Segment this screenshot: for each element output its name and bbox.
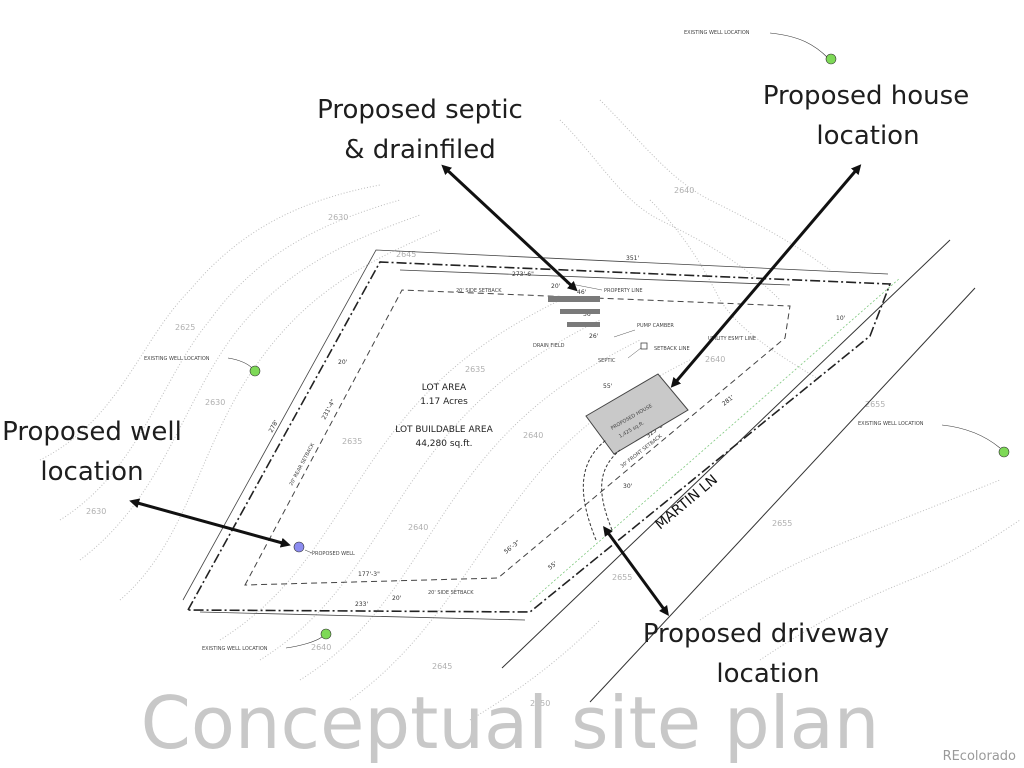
existing-well-marker: [998, 446, 1010, 458]
existing-well-label: EXISTING WELL LOCATION: [144, 356, 210, 362]
house-arrow: [670, 164, 862, 388]
house-callout-line2: location: [816, 121, 919, 151]
dimension-label: 273'-6": [512, 271, 534, 278]
septic-callout-line1: Proposed septic: [317, 95, 523, 125]
drain-field: [548, 296, 648, 350]
dimension-label: 233': [355, 601, 368, 608]
road-name: MARTIN LN: [652, 472, 721, 533]
dimension-label: 20': [392, 595, 402, 602]
septic-arrow: [441, 164, 578, 292]
existing-well-marker: [825, 53, 837, 65]
driveway-callout-line1: Proposed driveway: [643, 619, 889, 649]
callout-arrows: [129, 164, 862, 617]
dimension-label: 55': [547, 560, 559, 571]
contour-label: 2650: [530, 699, 550, 708]
pump-chamber-label: PUMP CAMBER: [637, 323, 674, 329]
contour-label: 2640: [705, 355, 725, 364]
proposed-well-marker: [293, 541, 305, 553]
contour-label: 2655: [865, 400, 885, 409]
property-line-label: PROPERTY LINE: [604, 288, 643, 294]
dimension-label: 56'-3": [503, 539, 522, 556]
lot-info: LOT AREA 1.17 Acres LOT BUILDABLE AREA 4…: [395, 383, 493, 449]
existing-well-label: EXISTING WELL LOCATION: [684, 30, 750, 36]
dimension-label: 20': [551, 283, 561, 290]
contour-label: 2645: [432, 662, 452, 671]
proposed-driveway: [582, 439, 621, 541]
existing-wells: EXISTING WELL LOCATION EXISTING WELL LOC…: [144, 30, 1010, 652]
dimension-label: 278': [268, 419, 280, 434]
lot-area-value: 1.17 Acres: [420, 397, 468, 407]
dimension-label: 36': [583, 311, 593, 318]
contour-label: 2655: [612, 573, 632, 582]
contour-label: 2655: [772, 519, 792, 528]
proposed-well: PROPOSED WELL: [293, 541, 355, 557]
driveway-callout-line2: location: [716, 659, 819, 689]
dimension-label: 46': [577, 289, 587, 296]
existing-well-label: EXISTING WELL LOCATION: [858, 421, 924, 427]
page-title: Conceptual site plan: [141, 681, 880, 765]
side-setback-bottom-label: 20' SIDE SETBACK: [428, 590, 474, 596]
dimension-label: 26': [589, 333, 599, 340]
driveway-arrow: [603, 525, 669, 617]
drain-field-label: DRAIN FIELD: [533, 343, 565, 349]
dimension-label: 281': [721, 394, 736, 408]
contour-label: 2630: [205, 398, 225, 407]
contour-label: 2630: [86, 507, 106, 516]
contour-label: 2640: [674, 186, 694, 195]
existing-well-label: EXISTING WELL LOCATION: [202, 646, 268, 652]
callouts: Proposed septic & drainfiled Proposed ho…: [2, 81, 969, 689]
contour-label: 2640: [523, 431, 543, 440]
proposed-house: PROPOSED HOUSE 1,425 sq.ft.: [585, 373, 689, 455]
well-callout-line1: Proposed well: [2, 417, 182, 447]
contour-label: 2630: [328, 213, 348, 222]
contour-label: 2635: [342, 437, 362, 446]
lot-area-label: LOT AREA: [422, 383, 467, 393]
setback-boundary: [199, 269, 791, 621]
dimension-label: 231'-4": [321, 398, 338, 421]
proposed-well-label: PROPOSED WELL: [312, 551, 355, 557]
contour-label: 2635: [465, 365, 485, 374]
dimension-label: 55': [603, 383, 613, 390]
dimension-label: 30': [623, 483, 633, 490]
brand-watermark: REcolorado: [943, 749, 1016, 764]
contour-label: 2625: [175, 323, 195, 332]
buildable-area-label: LOT BUILDABLE AREA: [395, 425, 493, 435]
existing-well-marker: [249, 365, 261, 377]
contour-label: 2640: [408, 523, 428, 532]
dimension-label: 351': [626, 255, 639, 262]
setback-line-label: SETBACK LINE: [654, 346, 690, 352]
side-setback-top-label: 20' SIDE SETBACK: [456, 288, 502, 294]
buildable-area-value: 44,280 sq.ft.: [415, 439, 472, 449]
contour-label: 2640: [311, 643, 331, 652]
well-arrow: [129, 498, 291, 548]
dimension-label: 177'-3": [358, 571, 380, 578]
rear-setback-label: 20' REAR SETBACK: [288, 442, 316, 487]
septic-label: SEPTIC: [598, 358, 616, 364]
dimension-label: 10': [836, 315, 846, 322]
existing-well-marker: [320, 628, 332, 640]
well-callout-line2: location: [40, 457, 143, 487]
house-callout-line1: Proposed house: [763, 81, 969, 111]
contour-label: 2645: [396, 250, 416, 259]
dimension-label: 20': [338, 359, 348, 366]
septic-callout-line2: & drainfiled: [344, 135, 495, 165]
